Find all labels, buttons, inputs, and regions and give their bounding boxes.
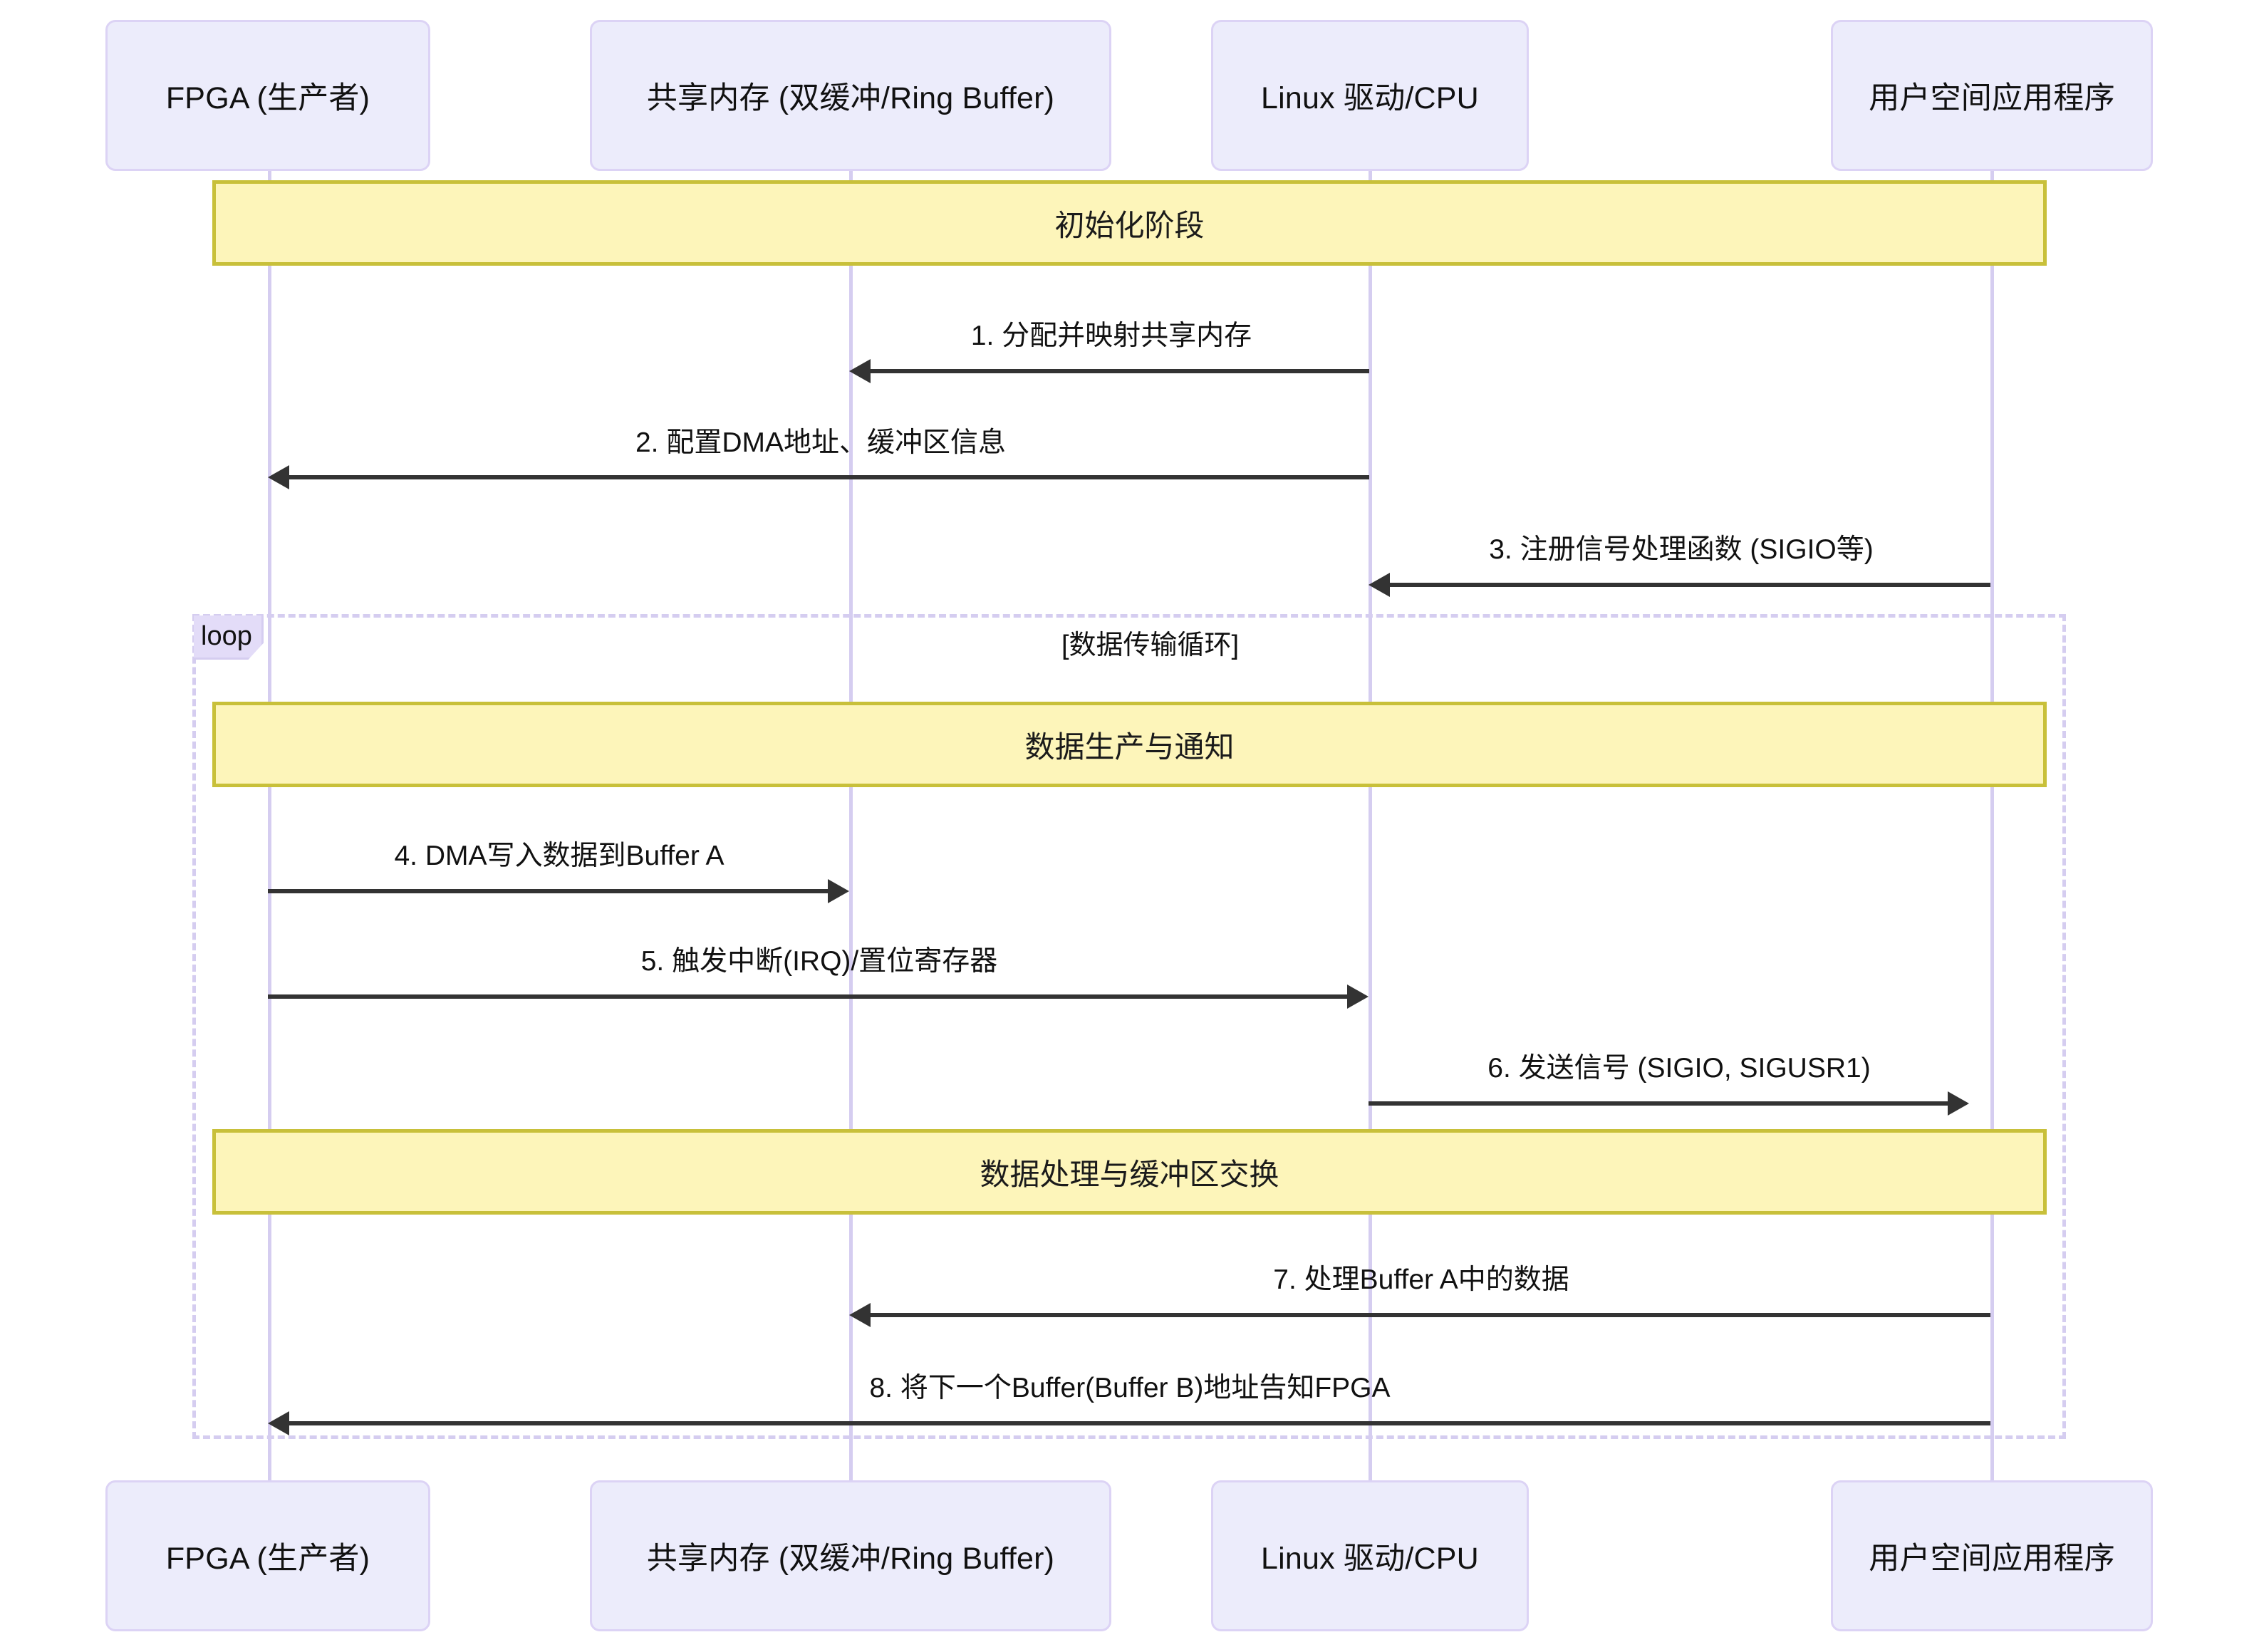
participant-label-fpga-top: FPGA (生产者)	[165, 81, 370, 115]
section-banner-init: 初始化阶段	[212, 180, 2047, 266]
message-5-label: 5. 触发中断(IRQ)/置位寄存器	[640, 946, 998, 977]
message-3-label: 3. 注册信号处理函数 (SIGIO等)	[1489, 534, 1874, 565]
message-8-line	[289, 1421, 1990, 1425]
message-5-line	[268, 994, 1347, 999]
loop-tag: loop	[194, 615, 264, 660]
message-7-label: 7. 处理Buffer A中的数据	[1273, 1264, 1569, 1295]
participant-box-userapp-top[interactable]: 用户空间应用程序	[1831, 20, 2153, 171]
participant-box-userapp-bottom[interactable]: 用户空间应用程序	[1831, 1480, 2153, 1631]
section-banner-process: 数据处理与缓冲区交换	[212, 1129, 2047, 1215]
message-2-arrowhead	[268, 465, 289, 489]
lifeline-userapp	[1990, 171, 1994, 1496]
message-7-line	[871, 1313, 1990, 1317]
message-1-label: 1. 分配并映射共享内存	[970, 321, 1252, 351]
message-1-line	[871, 369, 1369, 373]
message-2-label: 2. 配置DMA地址、缓冲区信息	[635, 427, 1007, 458]
participant-box-driver-top[interactable]: Linux 驱动/CPU	[1211, 20, 1529, 171]
participant-box-shmem-top[interactable]: 共享内存 (双缓冲/Ring Buffer)	[590, 20, 1111, 171]
participant-box-fpga-bottom[interactable]: FPGA (生产者)	[105, 1480, 430, 1631]
loop-tag-label: loop	[201, 621, 252, 651]
message-6-label: 6. 发送信号 (SIGIO, SIGUSR1)	[1487, 1053, 1871, 1084]
message-3-arrowhead	[1369, 573, 1390, 597]
participant-label-shmem-top: 共享内存 (双缓冲/Ring Buffer)	[646, 81, 1055, 115]
section-banner-process-label: 数据处理与缓冲区交换	[980, 1157, 1279, 1191]
message-6-arrowhead	[1948, 1091, 1969, 1116]
loop-condition-label: [数据传输循环]	[1061, 630, 1240, 660]
message-2-line	[289, 475, 1369, 479]
message-6-line	[1369, 1101, 1948, 1106]
section-banner-produce-label: 数据生产与通知	[1024, 729, 1235, 764]
participant-label-driver-top: Linux 驱动/CPU	[1261, 81, 1479, 115]
message-4-line	[268, 889, 828, 893]
lifeline-shmem	[849, 171, 853, 1496]
participant-box-fpga-top[interactable]: FPGA (生产者)	[105, 20, 430, 171]
loop-fragment	[192, 614, 2066, 1439]
participant-label-fpga-bottom: FPGA (生产者)	[165, 1542, 370, 1576]
message-1-arrowhead	[849, 359, 871, 383]
message-5-arrowhead	[1347, 985, 1369, 1009]
participant-label-userapp-top: 用户空间应用程序	[1869, 81, 2115, 115]
participant-box-shmem-bottom[interactable]: 共享内存 (双缓冲/Ring Buffer)	[590, 1480, 1111, 1631]
message-8-arrowhead	[268, 1411, 289, 1435]
participant-box-driver-bottom[interactable]: Linux 驱动/CPU	[1211, 1480, 1529, 1631]
lifeline-fpga	[268, 171, 271, 1496]
section-banner-init-label: 初始化阶段	[1054, 208, 1205, 242]
section-banner-produce: 数据生产与通知	[212, 702, 2047, 787]
participant-label-userapp-bottom: 用户空间应用程序	[1869, 1542, 2115, 1576]
message-3-line	[1390, 583, 1990, 587]
participant-label-driver-bottom: Linux 驱动/CPU	[1261, 1542, 1479, 1576]
message-8-label: 8. 将下一个Buffer(Buffer B)地址告知FPGA	[869, 1373, 1391, 1403]
message-4-label: 4. DMA写入数据到Buffer A	[394, 841, 725, 871]
participant-label-shmem-bottom: 共享内存 (双缓冲/Ring Buffer)	[646, 1542, 1055, 1576]
message-7-arrowhead	[849, 1303, 871, 1327]
message-4-arrowhead	[828, 879, 849, 903]
lifeline-driver	[1369, 171, 1372, 1496]
